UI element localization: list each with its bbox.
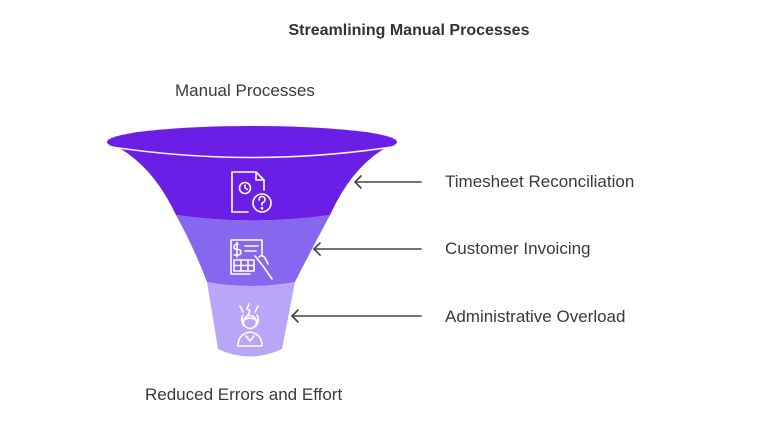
arrow-timesheet <box>354 175 422 189</box>
funnel-rim <box>107 126 397 158</box>
stage-label-invoicing: Customer Invoicing <box>445 239 591 258</box>
stage-label-overload: Administrative Overload <box>445 307 626 326</box>
top-label: Manual Processes <box>175 81 315 100</box>
funnel-stage-timesheet-reconciliation <box>107 142 397 221</box>
stage-label-timesheet: Timesheet Reconciliation <box>445 172 635 191</box>
arrow-overload <box>291 309 422 323</box>
funnel-stage-administrative-overload <box>207 282 295 357</box>
diagram-title: Streamlining Manual Processes <box>288 22 530 39</box>
invoice-hand-icon <box>230 239 273 280</box>
timesheet-question-icon <box>231 171 272 213</box>
funnel-rim-highlight <box>111 146 393 159</box>
arrow-invoicing <box>313 242 422 256</box>
bottom-label: Reduced Errors and Effort <box>145 385 343 404</box>
stressed-person-icon <box>237 303 263 347</box>
